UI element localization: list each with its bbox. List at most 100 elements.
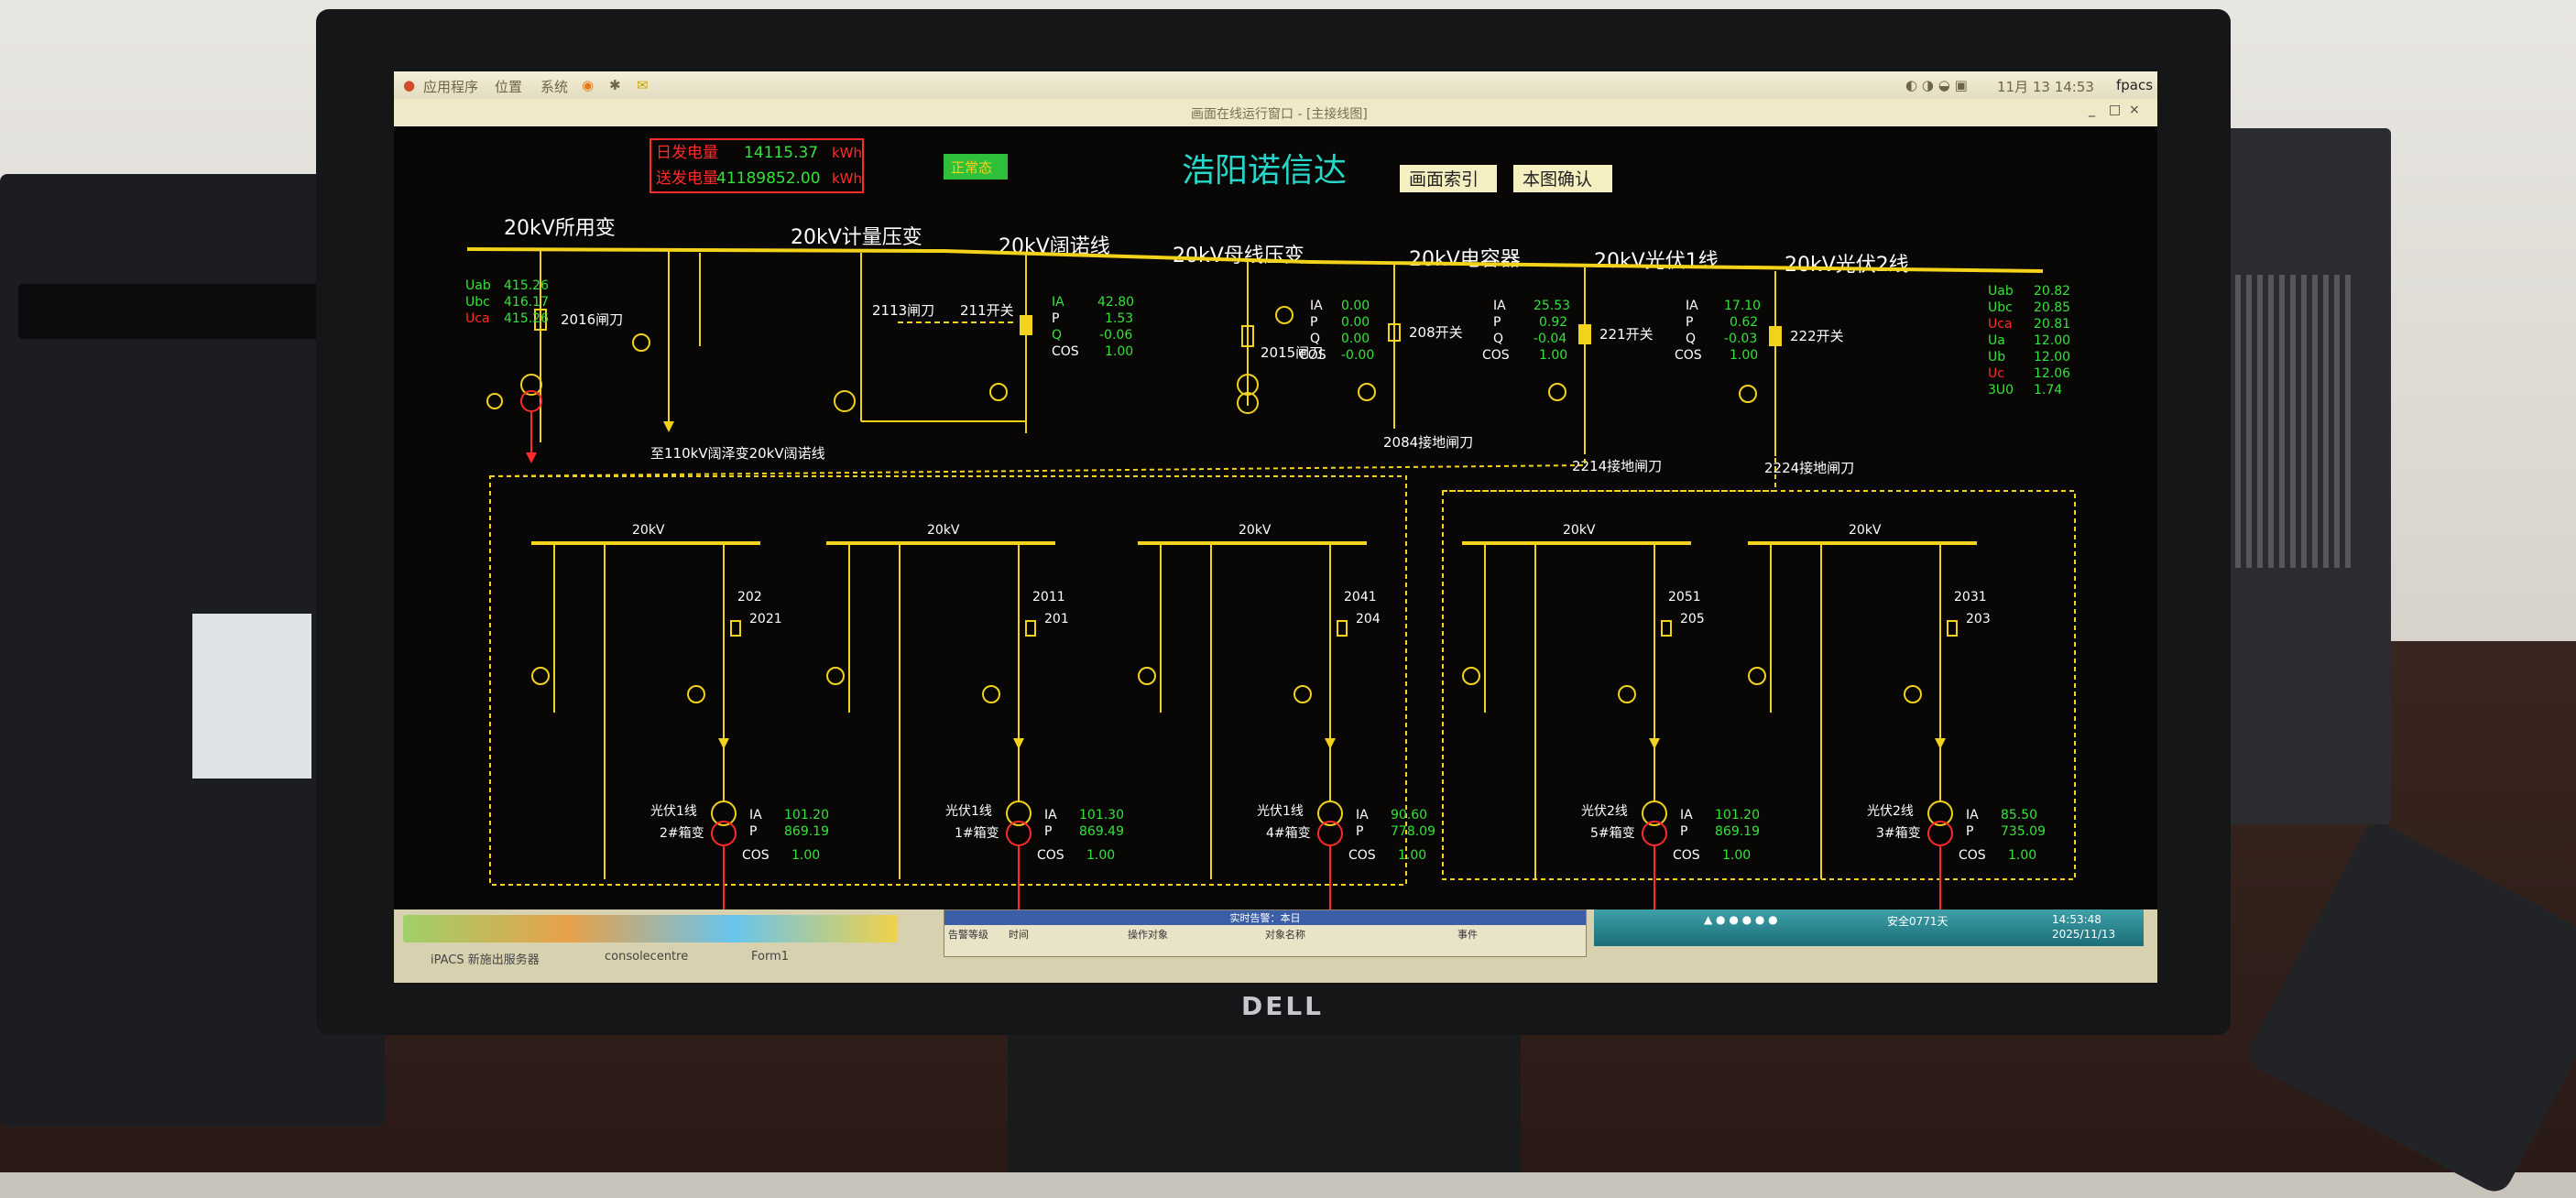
box-2-switch-1: 2011: [1032, 590, 1065, 604]
box-5-cos-value: 1.00: [2008, 848, 2036, 863]
menu-places[interactable]: 位置: [495, 79, 523, 95]
settings-icon[interactable]: ✱: [609, 77, 621, 93]
box-2-p-label: P: [1044, 824, 1052, 839]
pv2-q-value: -0.03: [1724, 332, 1757, 346]
aux-transformer-winding-1[interactable]: [520, 374, 542, 396]
bus-voltage-panel: Uab 20.82 Ubc 20.85 Uca 20.81 Ua 12.00 U…: [1988, 284, 2070, 398]
pv2-q-label: Q: [1686, 332, 1696, 346]
box-3-transformer-hv[interactable]: [1317, 800, 1343, 826]
aux-lamp-icon: [486, 393, 503, 409]
busvt-winding-1[interactable]: [1237, 374, 1259, 396]
busvt-disconnector[interactable]: [1241, 325, 1254, 347]
total-energy-label: 送发电量: [656, 169, 718, 188]
box-4-fuse[interactable]: [1661, 620, 1672, 637]
box-3-switch-1: 2041: [1344, 590, 1377, 604]
box-5-bus-label: 20kV: [1849, 523, 1882, 538]
pv1-breaker[interactable]: [1578, 324, 1591, 344]
tianuo-lamp-icon: [989, 383, 1008, 401]
realtime-alarm-window[interactable]: 实时告警：本日 告警等级 时间 操作对象 对象名称 事件: [944, 909, 1587, 957]
os-logo-icon[interactable]: ●: [403, 77, 416, 93]
box-5-switch-2: 203: [1966, 612, 1991, 626]
tianuo-readings: IA 42.80 P 1.53 Q -0.06 COS 1.00: [1052, 295, 1134, 359]
menu-applications[interactable]: 应用程序: [423, 79, 479, 95]
confirm-button[interactable]: [1513, 165, 1612, 192]
tray-icon-strip[interactable]: ▲ ● ● ● ● ●: [1704, 913, 1778, 926]
box-2-transformer-label: 1#箱变: [955, 826, 999, 841]
busmeter-value-0: 20.82: [2034, 284, 2070, 299]
menu-system[interactable]: 系统: [540, 79, 569, 95]
taskbar-item-ipacs[interactable]: iPACS 新施出服务器: [431, 953, 540, 967]
alarm-col-time[interactable]: 时间: [1009, 929, 1029, 941]
diagram-svg: 日发电量 14115.37 kWh 送发电量 41189852.00 kWh 正…: [465, 138, 2076, 978]
pv1-p-label: P: [1493, 315, 1501, 330]
box-1-fuse[interactable]: [730, 620, 741, 637]
monitor-screen: ● 应用程序 位置 系统 ◉ ✱ ✉ ◐ ◑ ◒ ▣ 11月 13 14:53 …: [394, 71, 2157, 983]
pv1-ia-value: 25.53: [1534, 299, 1570, 313]
pv2-breaker[interactable]: [1769, 326, 1782, 346]
box-1-transformer-hv[interactable]: [711, 800, 737, 826]
aux-output-arrow: [526, 452, 537, 463]
window-minimize-button[interactable]: _: [2089, 103, 2095, 117]
tray-icons[interactable]: ◐ ◑ ◒ ▣: [1905, 77, 1968, 93]
screen-index-button[interactable]: [1400, 165, 1497, 192]
pv1-lamp-icon: [1548, 383, 1566, 401]
taskbar-windows: iPACS 新施出服务器 consolecentre Form1: [403, 946, 1594, 972]
pv2-collector-frame: [1442, 490, 2076, 880]
tianuo-cos-label: COS: [1052, 344, 1079, 359]
box-1-bus-label: 20kV: [632, 523, 665, 538]
window-close-button[interactable]: ×: [2129, 103, 2140, 117]
box-3-fuse[interactable]: [1337, 620, 1348, 637]
clock: 11月 13 14:53: [1997, 79, 2094, 95]
box-5-p-value: 735.09: [2001, 824, 2046, 839]
alarm-col-object[interactable]: 对象名称: [1265, 929, 1305, 941]
mail-icon[interactable]: ✉: [637, 77, 649, 93]
pv2-ia-value: 17.10: [1724, 299, 1761, 313]
cap-readings: IA 0.00 P 0.00 Q 0.00 COS -0.00: [1299, 299, 1374, 363]
user-name[interactable]: fpacs: [2116, 77, 2154, 93]
aux-uab-label: Uab: [465, 278, 491, 293]
box-2-fuse[interactable]: [1025, 620, 1036, 637]
box-1-switch-2: 2021: [749, 612, 782, 626]
status-button[interactable]: [944, 154, 1008, 180]
box-5-transformer-label: 3#箱变: [1876, 826, 1921, 841]
label-pv-line-2: 20kV光伏2线: [1785, 254, 1909, 277]
cap-cos-label: COS: [1299, 348, 1326, 363]
taskbar-item-console[interactable]: consolecentre: [605, 950, 689, 964]
box-1-cos-label: COS: [742, 848, 770, 863]
box-4-ia-label: IA: [1680, 808, 1693, 822]
alarm-col-event[interactable]: 事件: [1457, 929, 1478, 941]
app-launcher-icons[interactable]: [403, 915, 898, 942]
meter-vt-icon[interactable]: [834, 390, 856, 412]
window-maximize-button[interactable]: □: [2109, 103, 2122, 117]
monitor-stand: [1008, 1017, 1521, 1172]
busmeter-value-5: 12.06: [2034, 366, 2070, 381]
label-aux-transformer: 20kV所用变: [504, 217, 616, 240]
tianuo-breaker[interactable]: [1020, 315, 1032, 335]
busmeter-value-2: 20.81: [2034, 317, 2070, 332]
taskbar-item-form1[interactable]: Form1: [751, 950, 790, 964]
total-energy-unit: kWh: [832, 170, 862, 187]
alarm-col-level[interactable]: 告警等级: [948, 929, 988, 941]
tianuo-destination-note: 至110kV阔泽变20kV阔诺线: [650, 445, 825, 462]
confirm-label: 本图确认: [1523, 169, 1592, 190]
pv2-cos-label: COS: [1675, 348, 1702, 363]
busvt-switch-label: 2015闸刀: [1261, 344, 1323, 361]
cap-breaker[interactable]: [1388, 323, 1401, 342]
firefox-icon[interactable]: ◉: [582, 77, 595, 93]
main-bus-20kv: [466, 247, 2044, 273]
busvt-winding-2[interactable]: [1237, 392, 1259, 414]
box-4-ia-value: 101.20: [1715, 808, 1760, 822]
box-2-transformer-hv[interactable]: [1006, 800, 1031, 826]
box-4-transformer-hv[interactable]: [1642, 800, 1667, 826]
box-5-local-lamp-icon: [1904, 685, 1922, 703]
box-5-arrow: [1935, 738, 1946, 749]
box-5-fuse[interactable]: [1947, 620, 1958, 637]
box-5-transformer-hv[interactable]: [1927, 800, 1953, 826]
aux-disconnector[interactable]: [534, 309, 547, 331]
pv1-q-label: Q: [1493, 332, 1503, 346]
label-capacitor: 20kV电容器: [1409, 248, 1521, 271]
alarm-col-target[interactable]: 操作对象: [1128, 929, 1168, 941]
box-1-transformer-label: 2#箱变: [660, 826, 704, 841]
